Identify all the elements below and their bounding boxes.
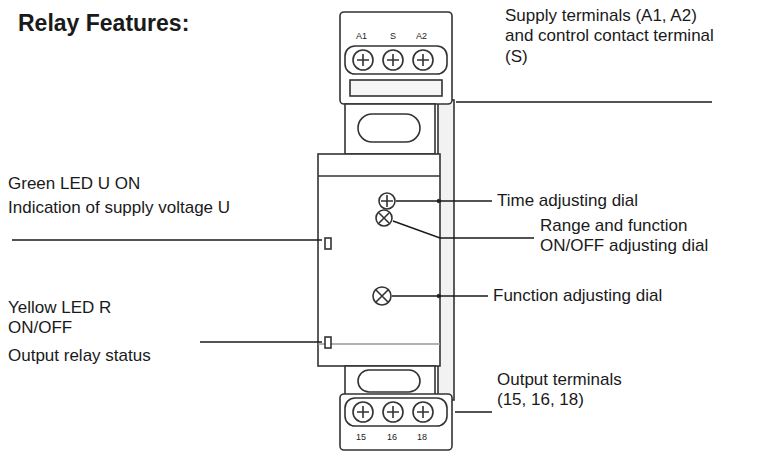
- terminal-name: 18: [417, 433, 427, 442]
- bottom-terminal-block: [340, 394, 452, 450]
- lower-bracket: [345, 366, 435, 396]
- leader-line: [456, 101, 712, 102]
- callout-label: Green LED U ON: [8, 174, 140, 194]
- mounting-slot: [358, 370, 420, 392]
- screw-slots: [357, 54, 429, 66]
- leader-line: [12, 239, 322, 240]
- callout-label: Supply terminals (A1, A2) and control co…: [505, 6, 720, 67]
- terminal-name: A2: [416, 32, 427, 41]
- terminal-name: 16: [387, 433, 397, 442]
- leader-line: [392, 295, 488, 296]
- callout-label: Output relay status: [8, 346, 151, 366]
- yellow-led: [325, 337, 331, 348]
- top-terminal-block: [340, 12, 452, 104]
- leader-line: [455, 411, 492, 412]
- callout-label: Output terminals (15, 16, 18): [497, 370, 642, 411]
- leader-line: [396, 200, 492, 201]
- bottom-screw-row: [345, 398, 447, 426]
- dial-slot: [381, 195, 393, 207]
- leader-line: [200, 341, 322, 342]
- leader-line: [393, 221, 534, 238]
- panel-edge: [318, 175, 440, 177]
- diagram-title: Relay Features:: [18, 10, 189, 38]
- callout-label: Indication of supply voltage U: [8, 198, 230, 218]
- dial-slot: [376, 290, 388, 302]
- panel-edge: [318, 343, 440, 345]
- top-clamp: [350, 80, 442, 96]
- terminal-name: S: [390, 32, 396, 41]
- upper-bracket: [345, 104, 435, 154]
- dial-slot: [379, 213, 389, 223]
- front-panel: [318, 154, 440, 366]
- terminal-name: 15: [356, 433, 366, 442]
- callout-label: Function adjusting dial: [493, 286, 662, 306]
- callout-label: Range and function ON/OFF adjusting dial: [540, 216, 720, 257]
- callout-label: Yellow LED R ON/OFF: [8, 298, 120, 339]
- top-screw-row: [345, 46, 447, 74]
- green-led: [325, 238, 331, 249]
- callout-label: Time adjusting dial: [497, 191, 638, 211]
- mounting-slot: [358, 114, 420, 142]
- terminal-name: A1: [356, 32, 367, 41]
- range-dial: [376, 210, 392, 226]
- time-dial: [379, 193, 395, 209]
- screw-slots: [357, 406, 429, 418]
- function-dial: [373, 287, 391, 305]
